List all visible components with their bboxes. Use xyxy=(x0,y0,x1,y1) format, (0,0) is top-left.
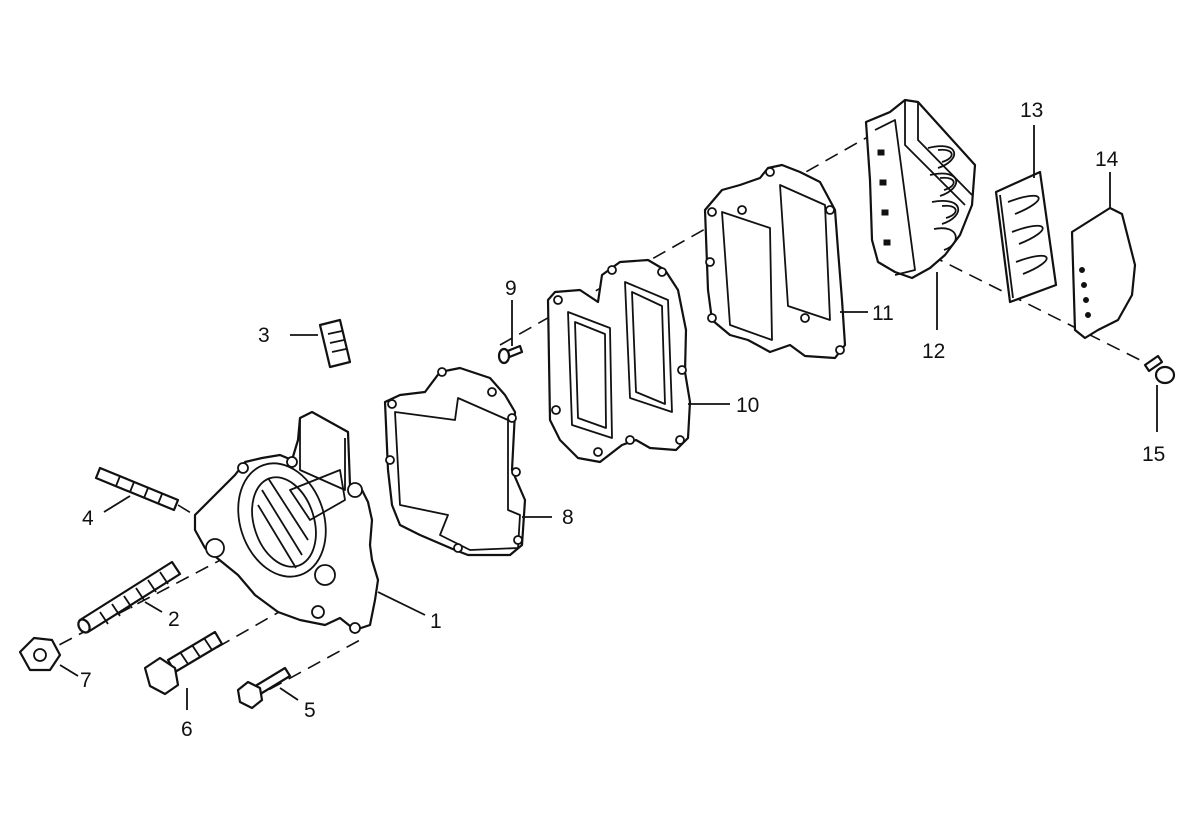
leader-lines xyxy=(59,125,1158,710)
callout-6: 6 xyxy=(181,718,193,741)
reed-stop xyxy=(1070,206,1137,340)
callout-4: 4 xyxy=(82,507,94,530)
callout-1: 1 xyxy=(430,610,442,633)
callout-12: 12 xyxy=(922,340,945,363)
callout-8: 8 xyxy=(562,506,574,529)
callout-7: 7 xyxy=(80,669,92,692)
callout-3: 3 xyxy=(258,324,270,347)
callout-11: 11 xyxy=(872,302,894,325)
short-stud xyxy=(94,466,180,512)
reed-block xyxy=(864,98,977,280)
reed-clip xyxy=(318,318,352,369)
reed-petal xyxy=(994,170,1058,304)
callout-15: 15 xyxy=(1142,443,1165,466)
callout-10: 10 xyxy=(736,394,759,417)
reed-plate xyxy=(546,258,692,464)
reed-screw xyxy=(1143,354,1176,385)
callout-9: 9 xyxy=(505,277,517,300)
callout-14: 14 xyxy=(1095,148,1119,171)
gasket xyxy=(383,366,527,557)
long-stud xyxy=(77,560,182,634)
socket-head-screw xyxy=(143,630,224,696)
small-screw xyxy=(497,344,524,365)
callout-5: 5 xyxy=(304,699,316,722)
callout-2: 2 xyxy=(168,608,180,631)
hex-bolt xyxy=(236,666,292,710)
hex-nut xyxy=(18,636,62,672)
callout-labels: 1 2 3 4 5 6 7 8 9 10 11 12 13 14 15 xyxy=(80,99,1165,741)
callout-13: 13 xyxy=(1020,99,1043,122)
reed-housing xyxy=(193,410,380,634)
gasket-plate xyxy=(703,163,847,360)
